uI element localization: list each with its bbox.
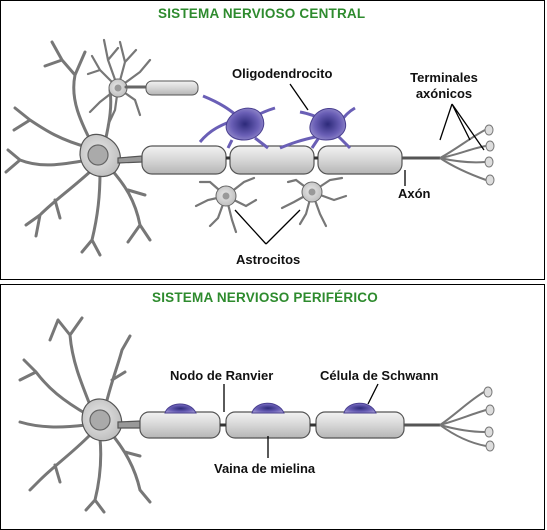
cns-myelin-segments [141, 145, 440, 175]
axon-label: Axón [398, 186, 431, 201]
node-of-ranvier-label: Nodo de Ranvier [170, 368, 274, 383]
oligodendrocyte-right [279, 106, 356, 150]
central-nervous-system-panel [0, 0, 545, 280]
small-neuron [86, 38, 199, 127]
astrocyte-left [194, 176, 258, 234]
cns-title: SISTEMA NERVIOSO CENTRAL [158, 6, 366, 21]
axon-terminals-label: Terminales axónicos [402, 70, 486, 102]
myelin-sheath-label: Vaina de mielina [214, 461, 316, 476]
cns-leader-lines [234, 83, 485, 245]
schwann-cell-label: Célula de Schwann [320, 368, 439, 383]
schwann-cells [164, 402, 377, 414]
pns-neuron [18, 316, 152, 514]
axon-terminals-label-line1: Terminales [410, 70, 478, 85]
axon-terminals-label-line2: axónicos [415, 86, 473, 101]
pns-leader-lines [223, 383, 379, 458]
pns-myelin-segments [139, 411, 440, 439]
pns-axon-terminals [439, 386, 495, 452]
oligodendrocyte-left [198, 94, 276, 150]
cns-neuron [4, 40, 152, 257]
cns-axon-terminals [439, 124, 495, 186]
astrocytes-label: Astrocitos [236, 252, 301, 267]
oligodendrocyte-label: Oligodendrocito [232, 66, 333, 81]
astrocyte-right [280, 176, 348, 228]
pns-title: SISTEMA NERVIOSO PERIFÉRICO [152, 290, 378, 305]
